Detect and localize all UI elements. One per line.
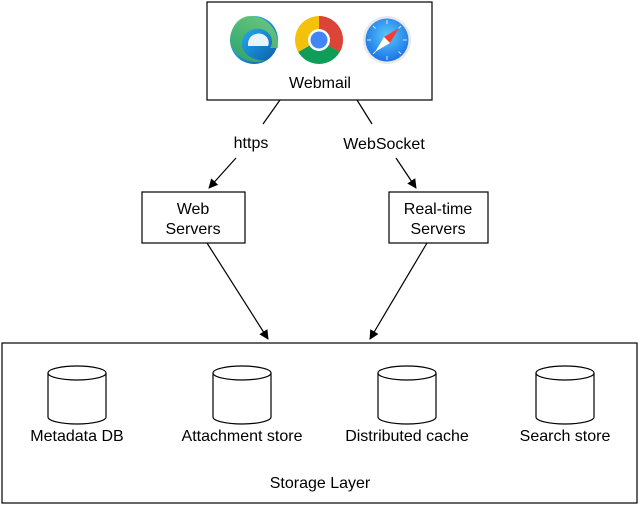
distributed-cache-label: Distributed cache xyxy=(345,428,469,445)
safari-icon xyxy=(363,16,411,64)
metadata-db-label: Metadata DB xyxy=(30,428,123,445)
websocket-connector-top xyxy=(356,99,373,125)
web-servers-line2: Servers xyxy=(165,221,220,238)
attachment-store-cylinder xyxy=(212,365,272,425)
chrome-icon xyxy=(295,16,343,64)
storage-layer-label: Storage Layer xyxy=(270,475,371,492)
web-servers-line1: Web xyxy=(177,201,210,218)
webmail-label: Webmail xyxy=(289,75,351,92)
edge-icon xyxy=(230,16,279,64)
realtime-servers-line2: Servers xyxy=(410,221,465,238)
websocket-label: WebSocket xyxy=(343,136,425,153)
realtime-servers-box: Real-time Servers xyxy=(388,191,489,244)
https-connector-top xyxy=(262,99,281,125)
https-label: https xyxy=(234,135,269,152)
attachment-store-label: Attachment store xyxy=(182,428,303,445)
search-store-label: Search store xyxy=(520,428,611,445)
websocket-arrow xyxy=(395,157,417,189)
storage-layer-box: Metadata DB Attachment store Distributed… xyxy=(1,342,638,504)
metadata-db-cylinder xyxy=(47,365,107,425)
distributed-cache-cylinder xyxy=(377,365,437,425)
realtime-servers-line1: Real-time xyxy=(404,201,473,218)
https-arrow xyxy=(208,157,237,189)
web-servers-box: Web Servers xyxy=(141,191,246,244)
search-store-cylinder xyxy=(535,365,595,425)
webmail-client-box: Webmail xyxy=(206,1,433,101)
realtime-to-storage-arrow xyxy=(369,242,428,340)
web-to-storage-arrow xyxy=(206,242,269,340)
